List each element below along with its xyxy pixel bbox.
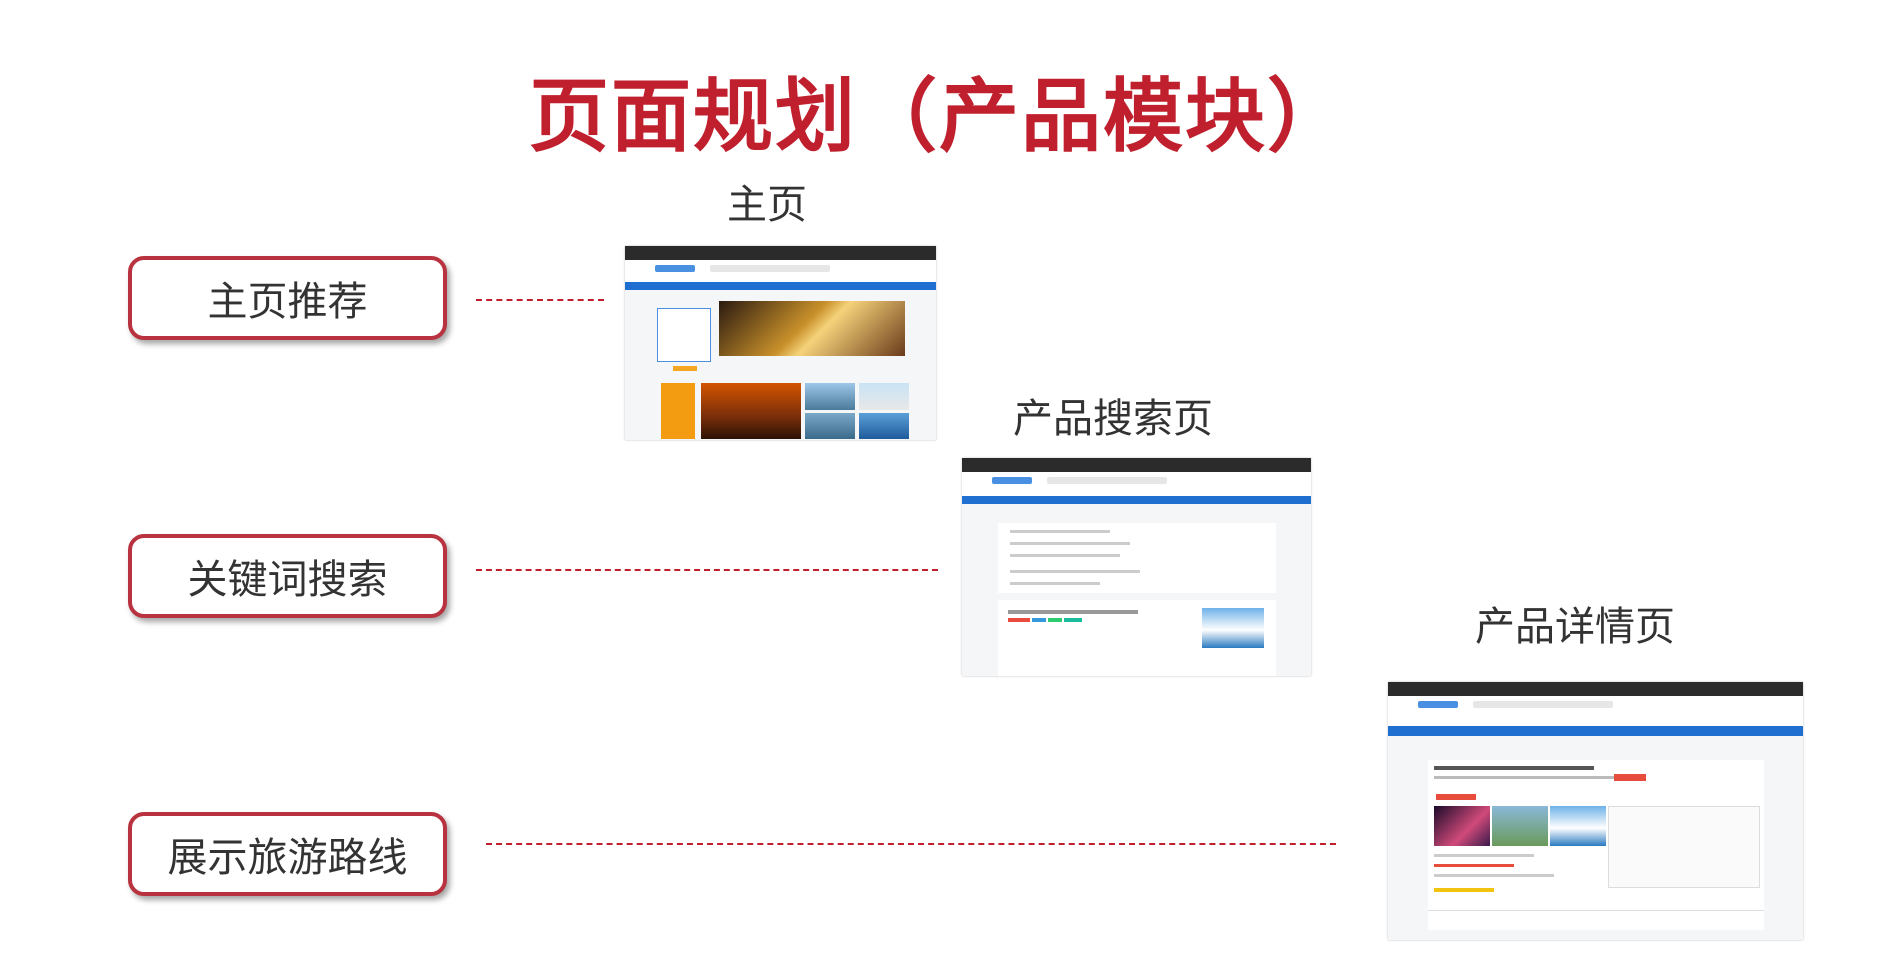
connector-home [476,299,604,301]
feature-box-show-routes: 展示旅游路线 [128,812,447,896]
search-page-screenshot [962,458,1311,676]
feature-box-keyword-search: 关键词搜索 [128,534,447,618]
slide-title: 页面规划（产品模块） [529,70,1349,163]
connector-search [476,569,938,571]
caption-detail: 产品详情页 [1475,604,1675,650]
homepage-screenshot [625,246,936,440]
feature-box-home-recommend: 主页推荐 [128,256,447,340]
connector-detail [486,843,1336,845]
detail-page-screenshot [1388,682,1803,940]
caption-search: 产品搜索页 [1013,396,1213,442]
caption-home: 主页 [727,182,807,228]
